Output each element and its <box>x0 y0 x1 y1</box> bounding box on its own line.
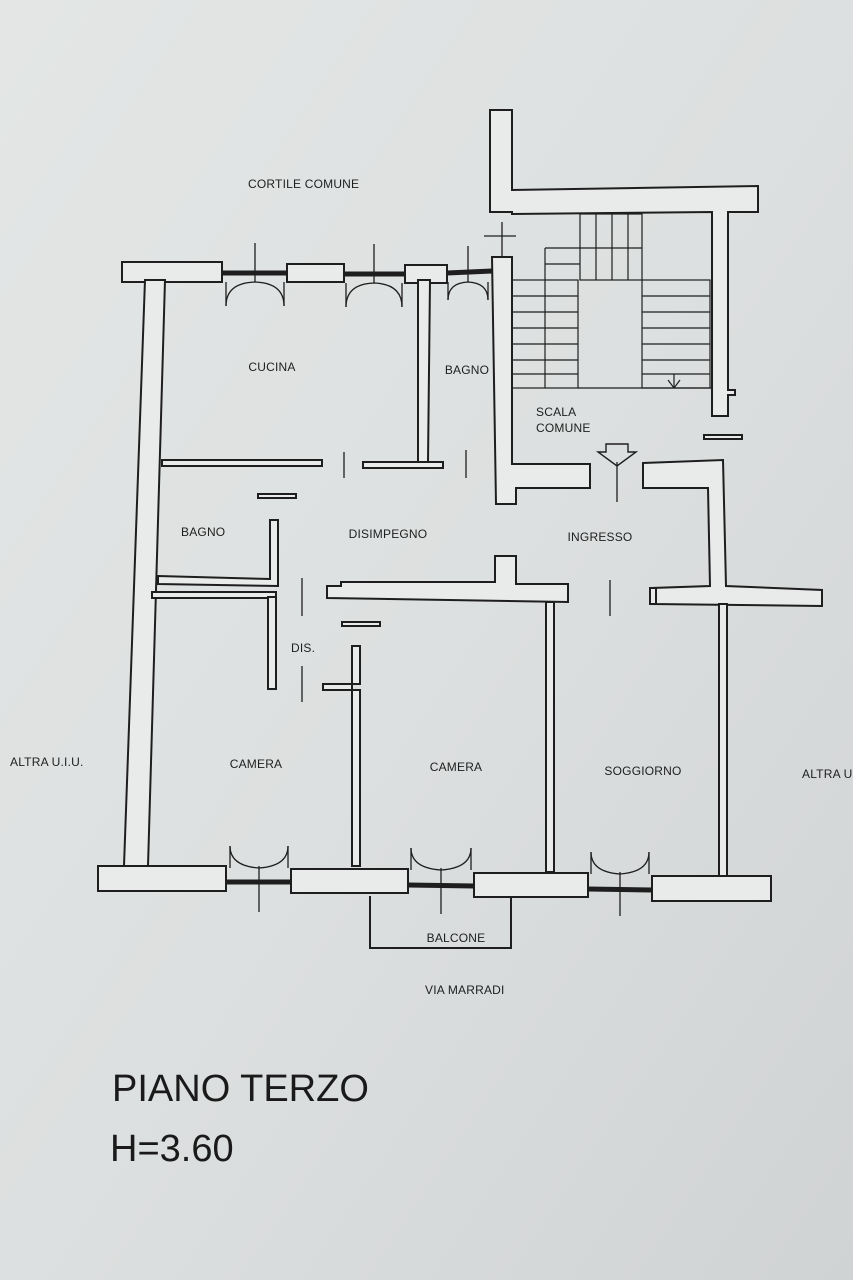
wall-bath-stub <box>257 493 297 499</box>
wall-dis-stub <box>341 621 381 627</box>
room-label-bagno-top: BAGNO <box>444 363 490 377</box>
entrance-arrow-icon <box>595 443 639 467</box>
wall-ingresso-left <box>649 587 657 605</box>
room-label-balcone: BALCONE <box>426 931 486 945</box>
wall-landing-stub <box>703 434 743 440</box>
wall-top-mid1 <box>286 263 345 283</box>
ceiling-height: H=3.60 <box>110 1128 234 1170</box>
door-swing-bagno <box>447 246 489 301</box>
wall-right-exterior <box>718 603 728 877</box>
window-bagno <box>446 268 493 276</box>
wall-stair-outer <box>489 109 759 417</box>
wall-bottom-3 <box>473 872 589 898</box>
staircase <box>511 213 712 389</box>
wall-bottom-4 <box>651 875 772 902</box>
balcony-outline <box>369 896 512 949</box>
room-label-disimpegno: DISIMPEGNO <box>348 527 428 541</box>
wall-bottom-2 <box>290 868 409 894</box>
room-label-scala-2: COMUNE <box>536 421 591 435</box>
neighbor-right-label: ALTRA U <box>802 767 853 781</box>
room-label-cucina: CUCINA <box>248 360 296 374</box>
wall-kitchen-bath <box>417 279 432 463</box>
wall-camera-soggiorno <box>545 601 555 873</box>
courtyard-label: CORTILE COMUNE <box>248 177 360 191</box>
door-swing-soggiorno <box>590 851 650 916</box>
wall-dis-right <box>322 645 361 867</box>
door-swing-cucina-2 <box>345 244 403 308</box>
wall-disimpegno-bottom <box>326 555 569 604</box>
room-label-camera-left: CAMERA <box>229 757 283 771</box>
wall-kitchen-bottom-right <box>362 461 444 469</box>
wall-top-left <box>121 261 223 283</box>
street-label: VIA MARRADI <box>425 983 505 997</box>
wall-kitchen-bottom-left <box>161 459 323 467</box>
door-swing-camera-left <box>229 845 289 912</box>
door-swing-cucina-1 <box>225 243 285 307</box>
room-label-scala-1: SCALA <box>536 405 577 419</box>
room-label-bagno-left: BAGNO <box>181 525 226 539</box>
wall-camera-left-top <box>151 591 277 599</box>
room-label-ingresso: INGRESSO <box>567 530 633 544</box>
wall-bottom-1 <box>97 865 227 892</box>
wall-dis-left <box>267 596 277 690</box>
neighbor-left-label: ALTRA U.I.U. <box>10 755 84 769</box>
room-label-camera-mid: CAMERA <box>429 760 483 774</box>
wall-bath-left <box>157 519 279 588</box>
room-label-dis: DIS. <box>291 641 316 655</box>
door-swing-camera-mid <box>410 847 472 914</box>
floor-title: PIANO TERZO <box>112 1068 369 1110</box>
room-label-soggiorno: SOGGIORNO <box>604 764 682 778</box>
